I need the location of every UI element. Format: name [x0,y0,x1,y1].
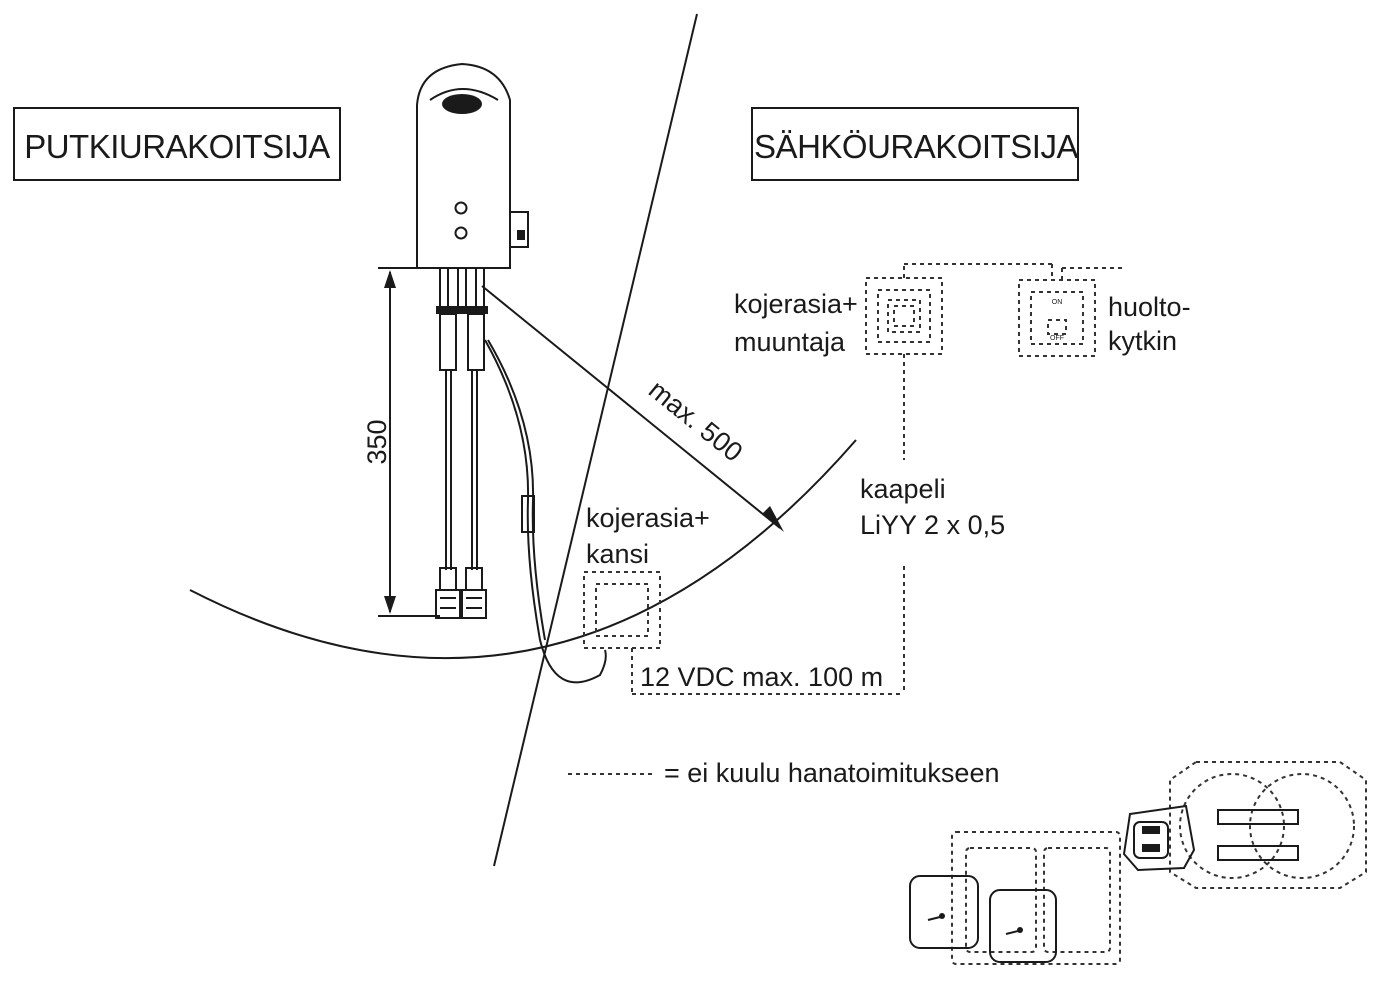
junction-transformer-box [865,277,943,355]
junction-transformer-label-2: muuntaja [734,327,846,357]
junction-cover-label-2: kansi [586,539,649,569]
electrician-zone-box: SÄHKÖURAKOITSIJA [751,107,1079,181]
service-switch-label-1: huolto- [1108,292,1191,322]
plumber-zone-label: PUTKIURAKOITSIJA [24,128,330,165]
service-switch-label-2: kytkin [1108,326,1177,356]
legend: = ei kuulu hanatoimitukseen [568,758,999,788]
height-dimension: 350 [362,267,440,617]
radius-value: max. 500 [643,374,748,467]
top-wiring [903,263,1122,280]
cable-connector [521,495,535,533]
junction-cover-box [583,571,661,649]
junction-cover-label-1: kojerasia+ [586,503,710,533]
cable-label-1: kaapeli [860,474,946,504]
supply-label: 12 VDC max. 100 m [640,662,883,692]
junction-box-icon [1122,761,1367,889]
height-value: 350 [362,419,392,464]
cover-plates-icon [909,831,1121,965]
switch-off-label: OFF [1050,335,1064,342]
service-switch-box: ON OFF [1018,279,1096,357]
cable-label-2: LiYY 2 x 0,5 [860,510,1005,540]
supply-wiring [631,648,904,695]
zone-divider-line [493,13,698,867]
plumber-zone-box: PUTKIURAKOITSIJA [13,107,341,181]
junction-transformer-label-1: kojerasia+ [734,289,858,319]
sensor-cable [484,339,607,684]
electrician-zone-label: SÄHKÖURAKOITSIJA [754,128,1078,165]
legend-text: = ei kuulu hanatoimitukseen [664,758,999,788]
switch-on-label: ON [1052,299,1063,306]
reach-arc [189,439,857,660]
faucet-icon [416,62,529,619]
